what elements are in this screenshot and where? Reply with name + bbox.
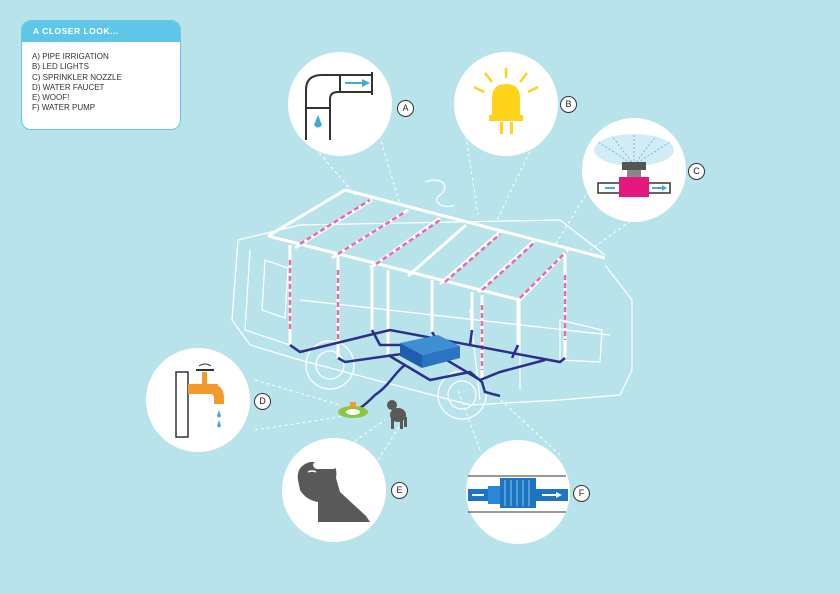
callout-d-circle: [146, 348, 250, 452]
callout-f-badge: F: [573, 485, 590, 502]
callout-e-badge: E: [391, 482, 408, 499]
sprinkler-nozzle-icon: [594, 133, 674, 197]
callout-b-badge: B: [560, 96, 577, 113]
led-bulb-icon: [473, 68, 539, 134]
legend-item-pipe-irrigation: A) PIPE IRRIGATION: [32, 52, 109, 61]
pipe-elbow-icon: [305, 72, 373, 140]
legend-title: A CLOSER LOOK...: [22, 21, 180, 42]
ground-sprinkler: [338, 402, 368, 418]
callout-b-circle: [454, 52, 558, 156]
legend-box: A CLOSER LOOK... A) PIPE IRRIGATION B) L…: [21, 20, 181, 130]
callout-a-circle: [288, 52, 392, 156]
water-tubing: [289, 328, 566, 410]
led-strips: [288, 198, 567, 370]
legend-list: A) PIPE IRRIGATION B) LED LIGHTS C) SPRI…: [22, 42, 180, 114]
dog-icon: [297, 462, 370, 522]
callout-d-badge: D: [254, 393, 271, 410]
legend-item-woof: E) WOOF!: [32, 93, 70, 103]
legend-item-water-faucet: D) WATER FAUCET: [32, 82, 105, 92]
legend-item-sprinkler-nozzle: C) SPRINKLER NOZZLE: [32, 72, 122, 82]
callout-e-circle: [282, 438, 386, 542]
callout-f-circle: [466, 440, 570, 544]
rv-outline: [231, 179, 633, 420]
legend-item-water-pump: F) WATER PUMP: [32, 103, 96, 113]
callout-c-badge: C: [688, 163, 705, 180]
callout-a-badge: A: [397, 100, 414, 117]
water-faucet-icon: [175, 363, 224, 438]
pump-box: [400, 335, 460, 368]
dog-silhouette: [387, 400, 407, 429]
water-pump-icon: [468, 475, 568, 513]
callout-c-circle: [582, 118, 686, 222]
legend-item-led-lights: B) LED LIGHTS: [32, 62, 89, 72]
